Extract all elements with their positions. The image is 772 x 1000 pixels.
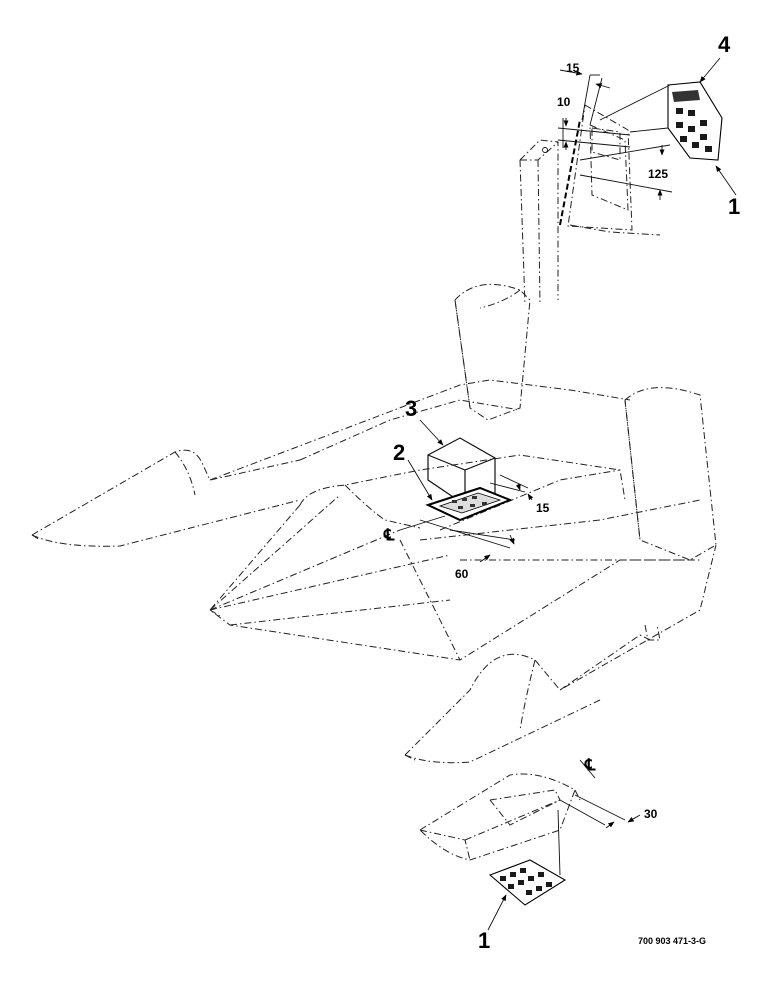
callout-leaders <box>407 57 737 931</box>
callout-item-1-top: 1 <box>728 194 740 219</box>
exploded-decal-bottom <box>488 859 567 906</box>
upright-post <box>519 139 559 306</box>
dimension-label-top-10: 10 <box>557 95 571 109</box>
dimension-lines-top <box>557 69 673 200</box>
bottom-exploded-console <box>419 759 626 876</box>
dimension-label-bottom-30: 30 <box>644 807 658 821</box>
callout-item-2: 2 <box>393 440 405 465</box>
centerline-symbol-center: ℄ <box>383 527 395 544</box>
dimension-lines-center <box>399 474 534 563</box>
top-mounting-panel <box>559 104 661 236</box>
callout-item-1-bottom: 1 <box>478 928 490 953</box>
callout-item-3: 3 <box>405 396 417 421</box>
dimension-lines-bottom <box>605 814 641 829</box>
dimension-label-center-60: 60 <box>455 567 469 581</box>
exploded-decal-top <box>599 81 723 161</box>
callout-item-4: 4 <box>718 32 731 57</box>
dimension-label-top-125: 125 <box>648 167 668 181</box>
machine-body-outline <box>31 283 717 764</box>
center-decal-item-2 <box>425 486 513 522</box>
dimension-label-top-15: 15 <box>566 61 580 75</box>
dimension-label-center-15: 15 <box>536 501 550 515</box>
drawing-number: 700 903 471-3-G <box>638 936 706 946</box>
centerline-symbol-bottom: ℄ <box>584 757 596 774</box>
